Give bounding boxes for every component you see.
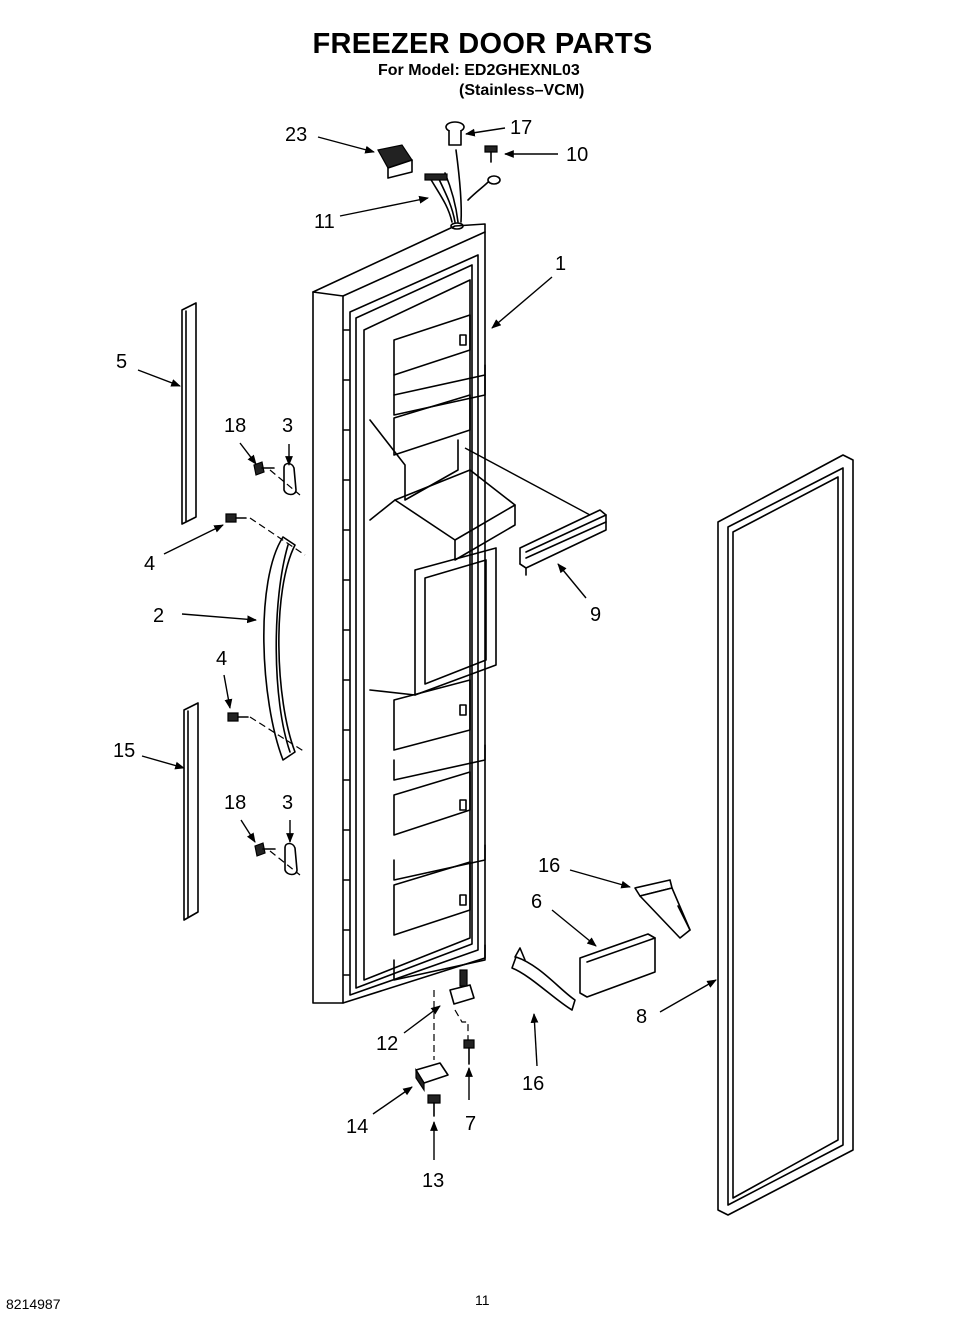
screw-part-18-lower	[254, 842, 276, 857]
hinge-part-12	[449, 969, 475, 1005]
channel-part-9	[519, 509, 607, 576]
wire-harness-part-11	[424, 149, 501, 223]
variant-line: (Stainless–VCM)	[459, 82, 585, 99]
screw-part-4-upper	[225, 513, 247, 523]
bracket-part-3-lower	[284, 842, 298, 876]
wire-connector-part-23	[377, 144, 413, 179]
callout-4-upper: 4	[144, 553, 155, 575]
page-title: FREEZER DOOR PARTS	[312, 28, 653, 60]
door-handle-part-2	[263, 536, 296, 761]
callout-7: 7	[465, 1113, 476, 1135]
callout-1: 1	[555, 253, 566, 275]
callout-10: 10	[566, 144, 588, 166]
bracket-part-3-upper	[283, 462, 297, 496]
callout-17: 17	[510, 117, 532, 139]
callout-23: 23	[285, 124, 307, 146]
callout-9: 9	[590, 604, 601, 626]
callout-3-upper: 3	[282, 415, 293, 437]
hinge-cover-part-16-upper	[634, 879, 691, 939]
callout-8: 8	[636, 1006, 647, 1028]
hinge-cover-part-16-lower	[511, 947, 576, 1011]
document-number: 8214987	[6, 1296, 61, 1312]
callout-14: 14	[346, 1116, 368, 1138]
screw-part-7	[463, 1039, 475, 1065]
callout-13: 13	[422, 1170, 444, 1192]
callout-leaders	[137, 127, 717, 1160]
screw-part-13	[427, 1094, 441, 1117]
trim-strip-part-15	[183, 702, 199, 921]
callout-4-lower: 4	[216, 648, 227, 670]
callout-16-lower: 16	[522, 1073, 544, 1095]
callout-12: 12	[376, 1033, 398, 1055]
cover-part-6	[579, 933, 656, 998]
callout-18-lower: 18	[224, 792, 246, 814]
plug-part-17	[445, 121, 465, 146]
model-line: For Model: ED2GHEXNL03	[378, 62, 580, 79]
screw-part-18-upper	[253, 461, 275, 476]
callout-16-upper: 16	[538, 855, 560, 877]
hinge-bracket-part-14	[415, 1062, 449, 1092]
screw-part-4-lower	[227, 712, 249, 722]
callout-15: 15	[113, 740, 135, 762]
callout-3-lower: 3	[282, 792, 293, 814]
screw-part-10	[484, 145, 498, 163]
page-number: 11	[475, 1292, 490, 1308]
callout-5: 5	[116, 351, 127, 373]
door-gasket-part-8	[717, 454, 854, 1216]
callout-2: 2	[153, 605, 164, 627]
callout-18-upper: 18	[224, 415, 246, 437]
freezer-door-assembly	[312, 222, 516, 1004]
trim-strip-part-5	[181, 302, 197, 525]
callout-6: 6	[531, 891, 542, 913]
door-rivets	[343, 329, 350, 976]
callout-11: 11	[314, 211, 335, 233]
